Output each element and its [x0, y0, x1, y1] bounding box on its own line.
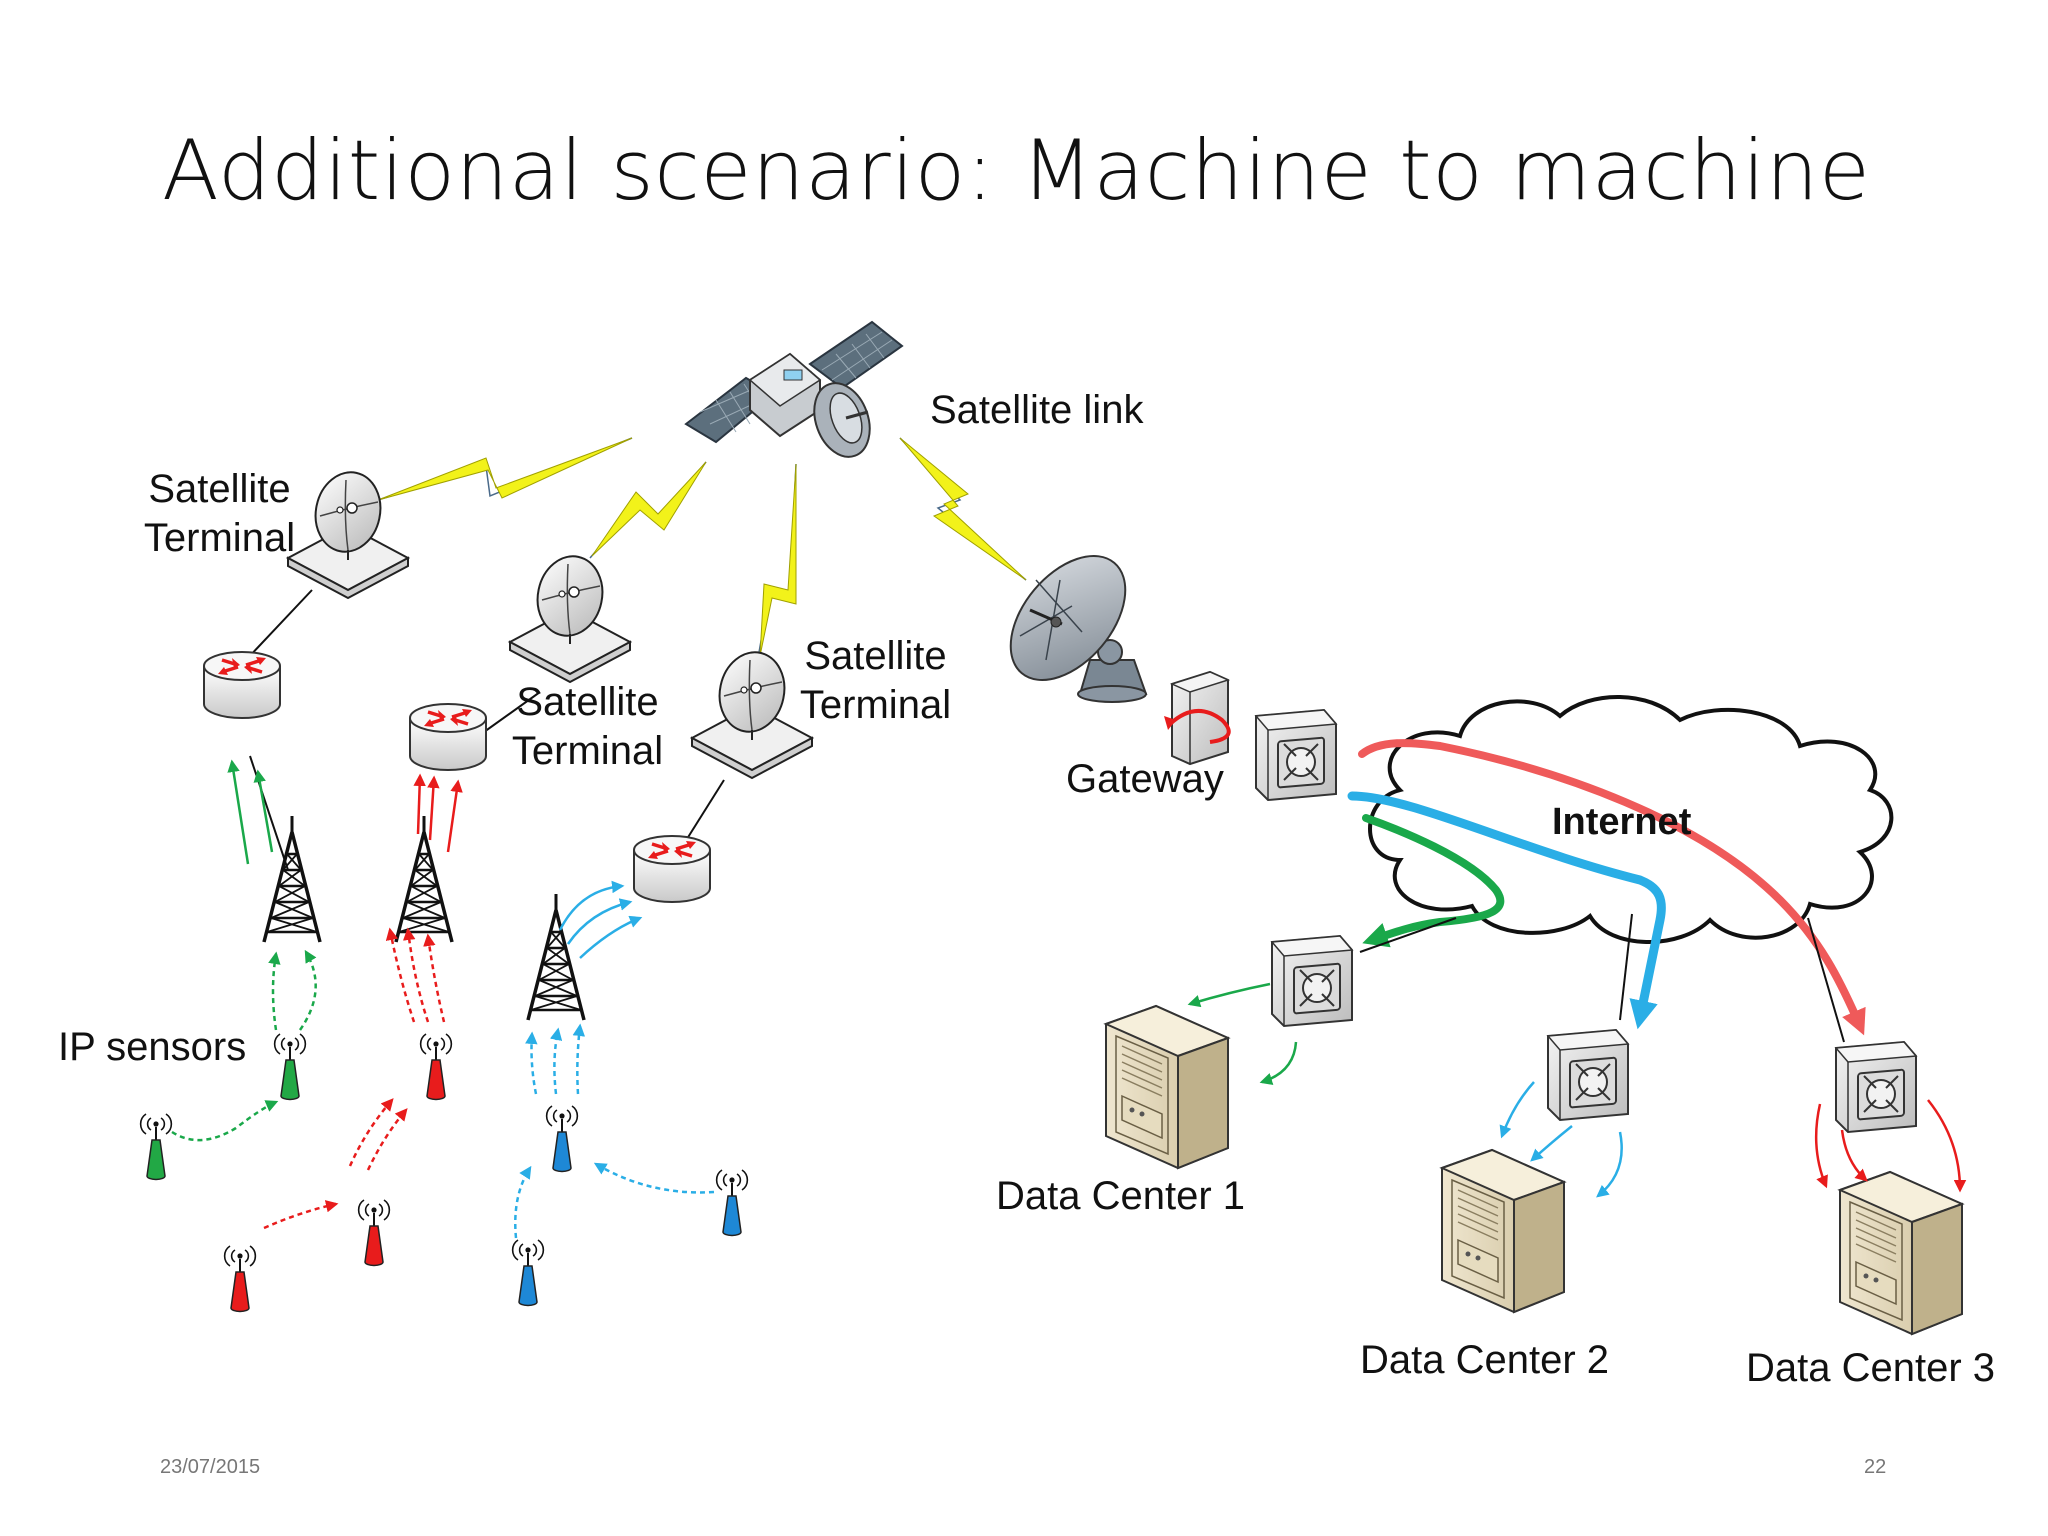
label-line: Terminal — [799, 683, 952, 727]
slide-date: 23/07/2015 — [160, 1456, 261, 1478]
slide-page-number: 22 — [1864, 1456, 1887, 1478]
sensor-arrows — [171, 927, 715, 1239]
sensor-red-2-icon — [357, 1199, 391, 1267]
satellite-icon — [684, 320, 904, 458]
label-satellite-terminal-3: Satellite Terminal — [788, 632, 963, 730]
router-3-icon — [632, 834, 712, 904]
label-line: Terminal — [511, 729, 664, 773]
dc3-switch-icon — [1835, 1041, 1917, 1133]
dc3-server-icon — [1839, 1171, 1963, 1335]
label-data-center-3: Data Center 3 — [1746, 1346, 1996, 1390]
dc2-server-icon — [1441, 1149, 1565, 1313]
label-internet: Internet — [1552, 801, 1692, 843]
satellite-terminal-2-icon — [509, 549, 631, 683]
label-satellite-terminal-2: Satellite Terminal — [500, 678, 675, 776]
dc1-switch-icon — [1271, 935, 1353, 1027]
internet-flows — [1347, 739, 1866, 1036]
gateway-server-icon — [1164, 670, 1231, 766]
label-line: Satellite — [516, 680, 659, 724]
dc2-switch-icon — [1547, 1029, 1629, 1121]
sensor-blue-1-icon — [545, 1105, 579, 1173]
sensor-blue-3-icon — [511, 1239, 545, 1307]
tower-2-icon — [394, 814, 454, 944]
label-line: Satellite — [148, 467, 291, 511]
label-line: Satellite — [804, 634, 947, 678]
uplink-arrows — [227, 759, 643, 959]
backbone-links — [1359, 913, 1845, 1043]
label-gateway: Gateway — [1066, 757, 1224, 801]
sensor-red-1-icon — [419, 1033, 453, 1101]
sensor-green-1-icon — [273, 1033, 307, 1101]
label-ip-sensors: IP sensors — [58, 1025, 247, 1069]
router-2-icon — [408, 702, 488, 772]
sensor-red-3-icon — [223, 1245, 257, 1313]
router-1-icon — [202, 650, 282, 720]
dc-arrows — [1187, 982, 1967, 1198]
dc1-server-icon — [1105, 1005, 1229, 1169]
sensor-green-2-icon — [139, 1113, 173, 1181]
label-data-center-2: Data Center 2 — [1360, 1338, 1610, 1382]
label-data-center-1: Data Center 1 — [996, 1174, 1246, 1218]
label-line: Terminal — [143, 516, 296, 560]
label-satellite-link: Satellite link — [930, 388, 1144, 432]
gateway-dish-icon — [1009, 555, 1148, 703]
tower-1-icon — [262, 814, 322, 944]
sensor-blue-2-icon — [715, 1169, 749, 1237]
tower-3-icon — [526, 892, 586, 1022]
slide-title: Additional scenario: Machine to machine — [162, 122, 1871, 219]
label-satellite-terminal-1: Satellite Terminal — [132, 465, 307, 563]
satellite-links — [377, 437, 1027, 659]
gateway-router-icon — [1255, 709, 1337, 801]
